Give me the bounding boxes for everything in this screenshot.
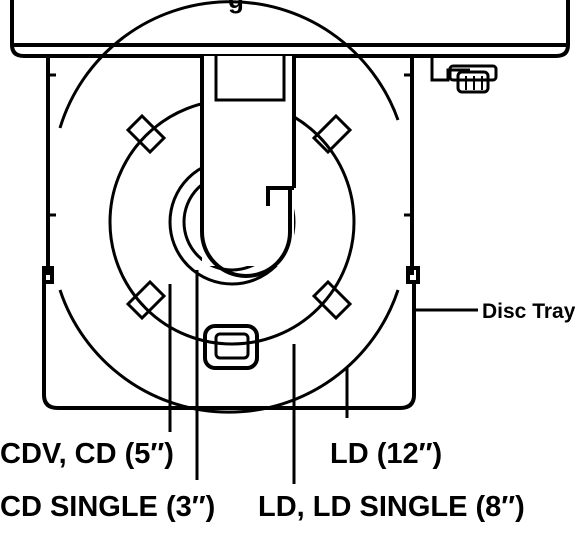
disc-tray-body [42,56,420,410]
player-bezel [10,0,570,58]
label-cd-single-3: CD SINGLE (3″) [0,491,215,523]
label-ld-single-8: LD, LD SINGLE (8″) [258,491,525,523]
callout-lines [168,270,478,484]
label-disc-tray: Disc Tray [482,300,575,323]
clamp-arm [200,56,296,278]
disc-clamp-marks [125,113,353,321]
label-cdv-cd-5: CDV, CD (5″) [0,438,174,470]
label-ld-12: LD (12″) [330,438,442,470]
header-fragment: g [228,0,244,14]
side-knob [430,56,498,94]
finger-grip [203,324,259,370]
